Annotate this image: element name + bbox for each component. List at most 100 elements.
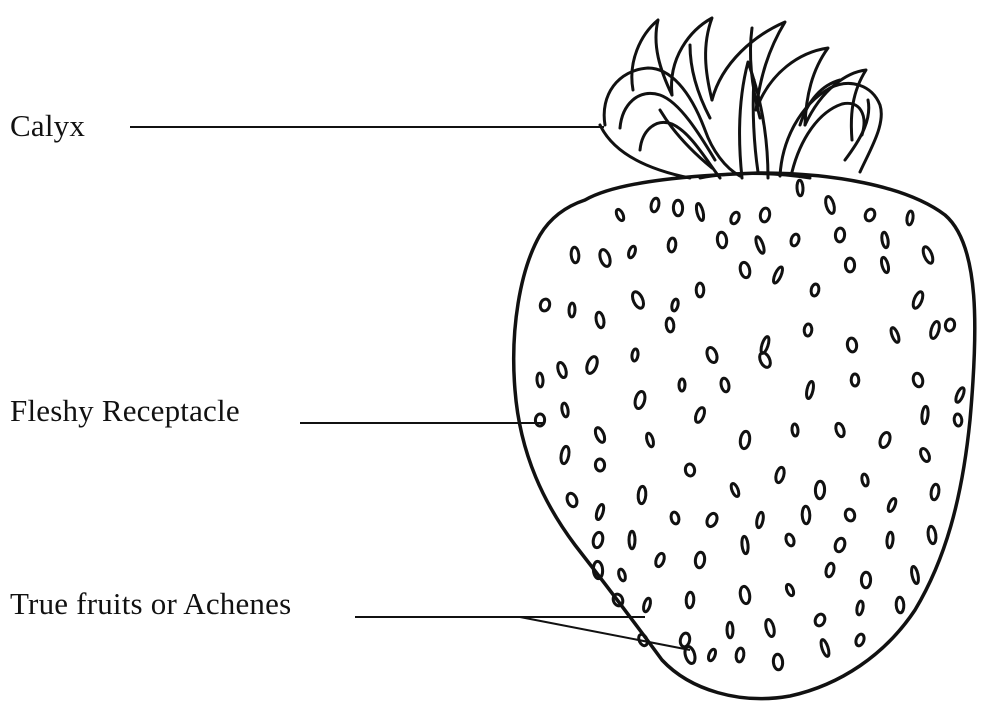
achene-seed [716, 232, 727, 249]
achene-seed [845, 258, 855, 272]
achene-seed [819, 639, 830, 657]
achene-seed [650, 197, 660, 212]
achene-seed [759, 336, 770, 354]
achene-seed [729, 211, 741, 225]
achene-seed [784, 533, 795, 547]
achene-seed [556, 361, 568, 378]
achene-seed [797, 180, 804, 196]
achene-seed [953, 414, 962, 427]
achene-seed [929, 321, 941, 340]
achene-seed [759, 207, 770, 222]
achene-seed [896, 597, 904, 613]
achene-seed [645, 433, 655, 448]
achene-seed [930, 484, 940, 501]
leader-lines [130, 127, 690, 650]
achene-seed [585, 355, 600, 374]
achene-seed [954, 387, 966, 404]
achene-seed [758, 351, 773, 369]
achene-seed [598, 248, 612, 267]
fleshy-receptacle-label: Fleshy Receptacle [10, 395, 240, 426]
achene-seed [835, 228, 845, 242]
achene-seed [670, 511, 680, 524]
achene-seed [630, 290, 645, 310]
achene-seed [791, 424, 798, 436]
achene-seed [561, 403, 569, 418]
achene-seed [805, 381, 814, 399]
achene-seed [773, 654, 784, 670]
achene-seed [679, 379, 685, 391]
berry-outline [514, 173, 975, 699]
achene-seed [772, 266, 785, 284]
achene-seed [878, 431, 892, 449]
achene-seed [846, 338, 857, 353]
achene-seed [730, 482, 741, 497]
achene-seed [673, 200, 682, 216]
achene-seed [864, 208, 877, 222]
achene-seed [810, 283, 820, 296]
achene-seed [774, 466, 785, 483]
achene-seed [727, 622, 733, 638]
achenes-seeds [535, 180, 966, 670]
achene-seed [627, 245, 637, 258]
achene-seed [754, 236, 766, 254]
achenes-leader-line-branch [520, 617, 690, 650]
achene-seed [638, 486, 647, 504]
achene-seed [633, 390, 646, 409]
achene-seed [617, 568, 626, 581]
achene-seed [739, 431, 751, 450]
achene-seed [739, 261, 751, 278]
achene-seed [906, 211, 914, 226]
achene-seed [880, 257, 890, 274]
achene-seed [720, 377, 730, 392]
achene-seed [685, 463, 696, 476]
achenes-label: True fruits or Achenes [10, 588, 291, 619]
achene-seed [595, 504, 605, 521]
achene-seed [921, 406, 929, 424]
achene-seed [802, 506, 810, 524]
achene-seed [912, 372, 924, 388]
achene-seed [910, 566, 919, 584]
achene-seed [833, 537, 846, 553]
achene-seed [593, 426, 606, 443]
achene-seed [834, 422, 845, 437]
achene-seed [911, 291, 925, 310]
achene-seed [569, 303, 575, 317]
achene-seed [881, 232, 889, 248]
achene-seed [535, 414, 545, 426]
achene-seed [887, 497, 898, 512]
achene-seed [539, 298, 551, 312]
achene-seed [694, 406, 707, 423]
achene-seed [571, 247, 580, 263]
achene-seed [861, 474, 869, 487]
achene-seed [537, 373, 544, 387]
achene-seed [707, 648, 717, 661]
achene-seed [861, 572, 870, 588]
achene-seed [631, 349, 638, 362]
achene-seed [592, 531, 604, 548]
achene-seed [921, 246, 935, 265]
achene-seed [825, 562, 836, 577]
achene-seed [560, 446, 571, 464]
achene-seed [739, 586, 751, 605]
achene-seed [856, 601, 864, 616]
achene-seed [735, 648, 744, 663]
achene-seed [705, 512, 719, 528]
achene-seed [595, 459, 605, 471]
achene-seed [629, 531, 635, 548]
achene-seed [851, 374, 859, 386]
achene-seed [696, 283, 704, 297]
achene-seed [667, 238, 676, 253]
achene-seed [686, 592, 694, 608]
achene-seed [815, 481, 825, 499]
achene-seed [695, 203, 705, 221]
achene-seed [854, 633, 865, 647]
achene-seed [642, 598, 652, 613]
achene-seed [756, 512, 765, 528]
achene-seed [705, 346, 719, 364]
achene-seed [694, 552, 705, 569]
achene-seed [945, 318, 956, 331]
achene-seed [844, 508, 856, 522]
achene-seed [595, 312, 605, 329]
achene-seed [654, 552, 666, 568]
achene-seed [804, 324, 813, 337]
